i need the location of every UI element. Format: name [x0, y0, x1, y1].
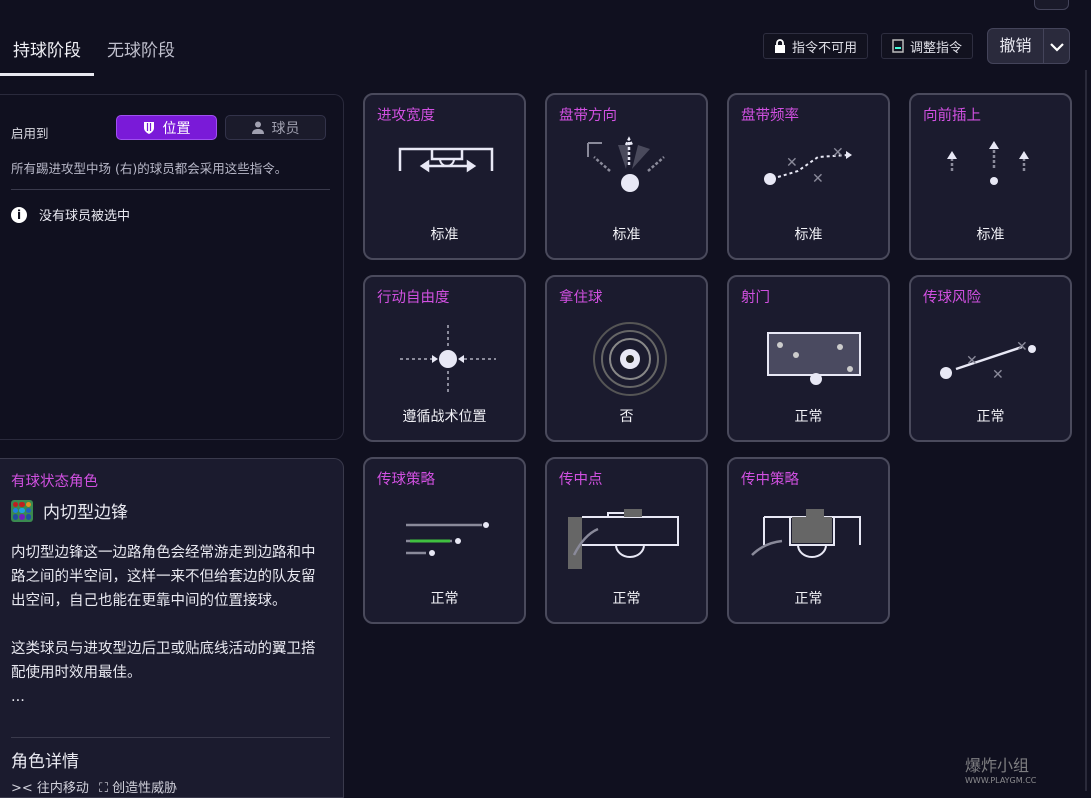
svg-text:✕: ✕ [812, 171, 824, 187]
card-value: 标准 [430, 227, 459, 243]
card-title: 行动自由度 [377, 290, 450, 306]
card-value: 正常 [612, 591, 641, 607]
card-title: 传中点 [559, 472, 603, 488]
apply-panel: 启用到 位置 球员 所有踢进攻型中场 (右)的球员都会采用这些指令。 i 没有球… [0, 94, 344, 440]
apply-position-toggle[interactable]: 位置 [116, 115, 217, 140]
phase-tabs: 持球阶段 无球阶段 [0, 30, 188, 76]
card-value: 标准 [976, 227, 1005, 243]
dribble-frequency-icon: ✕ ✕ ✕ [764, 145, 852, 187]
hold-ball-icon [593, 322, 667, 396]
card-title: 向前插上 [923, 108, 981, 124]
instruction-card[interactable]: 传球策略 正常 [363, 457, 526, 624]
apply-to-label: 启用到 [11, 126, 49, 141]
svg-text:✕: ✕ [786, 155, 798, 171]
adjust-instructions-button[interactable]: 调整指令 [881, 33, 974, 59]
svg-text:✕: ✕ [832, 145, 844, 161]
card-value: 标准 [612, 227, 641, 243]
chevron-down-icon [1049, 42, 1064, 52]
instructions-unavailable-button[interactable]: 指令不可用 [763, 33, 869, 59]
role-details-heading: 角色详情 [11, 752, 79, 772]
instruction-card[interactable]: 射门 正常 [727, 275, 890, 442]
card-title: 拿住球 [559, 290, 603, 306]
card-value: 否 [619, 409, 634, 425]
card-title: 盘带方向 [559, 108, 617, 124]
card-value: 正常 [430, 591, 459, 607]
pitch-width-icon [398, 147, 494, 173]
instruction-card[interactable]: 传中策略 正常 [727, 457, 890, 624]
person-icon [251, 121, 264, 134]
cross-target-icon [568, 509, 679, 569]
instruction-card[interactable]: 行动自由度 遵循战术位置 [363, 275, 526, 442]
instruction-card[interactable]: 进攻宽度 标准 [363, 93, 526, 260]
position-label: 位置 [162, 120, 191, 137]
card-value: 标准 [794, 227, 823, 243]
forward-runs-icon [947, 141, 1029, 185]
instructions-unavailable-label: 指令不可用 [792, 40, 858, 56]
trait-creative-threat: ⛶ 创造性威胁 [98, 781, 178, 796]
undo-button-group: 撤销 [987, 28, 1070, 64]
role-traits: >< 往内移动 ⛶ 创造性威胁 [11, 777, 177, 796]
info-icon: i [11, 206, 27, 223]
card-title: 盘带频率 [741, 108, 799, 124]
card-title: 传中策略 [741, 472, 799, 488]
instruction-card[interactable]: 向前插上 标准 [909, 93, 1072, 260]
svg-text:✕: ✕ [992, 367, 1004, 383]
instruction-card[interactable]: 盘带频率 ✕ ✕ ✕ 标准 [727, 93, 890, 260]
card-title: 传球策略 [377, 472, 435, 488]
tab-in-possession[interactable]: 持球阶段 [0, 30, 94, 76]
card-title: 射门 [741, 290, 770, 306]
role-description: 内切型边锋这一边路角色会经常游走到边路和中路之间的半空间，这样一来不但给套边的队… [11, 545, 316, 705]
svg-text:✕: ✕ [1016, 339, 1028, 355]
undo-dropdown[interactable] [1044, 37, 1069, 56]
trait-move-inside: >< 往内移动 [11, 781, 89, 796]
instruction-card[interactable]: 盘带方向 标准 [545, 93, 708, 260]
top-corner-button[interactable] [1034, 0, 1069, 10]
creative-icon: ⛶ [98, 781, 113, 796]
cross-strategy-icon [751, 509, 861, 558]
adjust-instructions-label: 调整指令 [910, 40, 963, 56]
passing-risk-icon: ✕ ✕ ✕ [940, 339, 1036, 383]
instruction-card[interactable]: 传球风险 ✕ ✕ ✕ 正常 [909, 275, 1072, 442]
role-icon [11, 499, 33, 522]
divider [11, 189, 330, 190]
adjust-icon [892, 39, 904, 53]
undo-button[interactable]: 撤销 [988, 29, 1044, 63]
scrollbar[interactable] [1085, 70, 1087, 791]
card-title: 进攻宽度 [377, 108, 435, 124]
instruction-card[interactable]: 传中点 正常 [545, 457, 708, 624]
tab-out-of-possession[interactable]: 无球阶段 [107, 41, 175, 61]
no-player-notice: i 没有球员被选中 [11, 205, 130, 224]
card-value: 正常 [976, 409, 1005, 425]
card-value: 遵循战术位置 [402, 409, 487, 425]
dribble-direction-icon [587, 136, 665, 192]
role-name-text: 内切型边锋 [43, 503, 128, 523]
apply-description: 所有踢进攻型中场 (右)的球员都会采用这些指令。 [11, 161, 288, 176]
player-label: 球员 [271, 120, 300, 137]
role-heading: 有球状态角色 [11, 474, 98, 490]
shooting-icon [767, 332, 861, 385]
instruction-card[interactable]: 拿住球 否 [545, 275, 708, 442]
divider [11, 737, 330, 738]
card-value: 正常 [794, 591, 823, 607]
shield-icon [143, 122, 154, 134]
card-title: 传球风险 [923, 290, 981, 306]
passing-strategy-icon [406, 522, 489, 556]
arrows-in-icon: >< [11, 781, 37, 796]
svg-text:✕: ✕ [966, 353, 978, 369]
role-panel: 有球状态角色 内切型边锋 内切型边锋这一边路角色会经常游走到边路和中路之间的半空… [0, 458, 344, 798]
freedom-icon [400, 325, 496, 393]
role-name: 内切型边锋 [11, 498, 128, 523]
apply-player-toggle[interactable]: 球员 [225, 115, 326, 140]
card-value: 正常 [794, 409, 823, 425]
lock-icon [775, 39, 785, 53]
no-player-text: 没有球员被选中 [39, 209, 131, 224]
